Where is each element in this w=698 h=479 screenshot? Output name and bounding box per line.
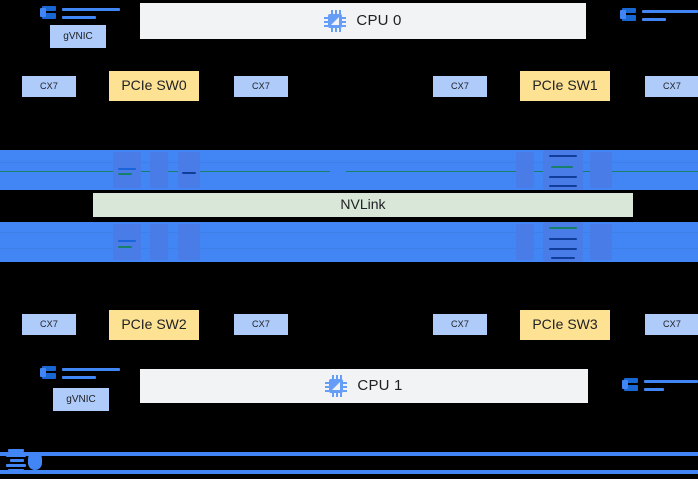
gpu-icon-detail — [549, 155, 577, 157]
cx7-label: CX7 — [450, 80, 470, 91]
pcie-switch-label: PCIe SW1 — [532, 77, 598, 94]
gpu-icon-5 — [590, 152, 612, 188]
cx7-label: CX7 — [662, 80, 682, 91]
cx7-box-2[interactable]: CX7 — [433, 76, 487, 97]
nvlink-box[interactable]: NVLink — [93, 193, 633, 217]
gpu-icon-0 — [113, 152, 141, 188]
gvnic-box-top-left[interactable]: gVNIC — [50, 25, 106, 48]
gpu-icon-3 — [516, 152, 534, 188]
gpu-icon-detail — [118, 246, 132, 248]
cx7-box-4[interactable]: CX7 — [22, 314, 76, 335]
cpu-box-1[interactable]: CPU 1 — [140, 369, 588, 403]
nvlink-label: NVLink — [340, 196, 386, 213]
network-card-icon-bottom-right — [622, 378, 698, 396]
cpu-chip-icon-0 — [324, 10, 347, 32]
gpu-icon-detail — [549, 238, 577, 240]
gvnic-label: gVNIC — [63, 31, 93, 42]
gpu-icon-6 — [113, 224, 141, 260]
gvnic-box-bottom-left[interactable]: gVNIC — [53, 388, 109, 411]
gpu-icon-detail — [118, 240, 136, 242]
gvnic-label: gVNIC — [66, 394, 96, 405]
cx7-box-3[interactable]: CX7 — [645, 76, 698, 97]
cx7-box-1[interactable]: CX7 — [234, 76, 288, 97]
network-rail-lower — [0, 470, 698, 474]
network-card-icon-bottom-left — [40, 366, 120, 384]
gpu-icon-detail — [551, 166, 573, 168]
pcie-switch-box-0[interactable]: PCIe SW0 — [109, 71, 199, 101]
pcie-switch-box-3[interactable]: PCIe SW3 — [520, 310, 610, 340]
cx7-label: CX7 — [39, 318, 59, 329]
gpu-icon-1 — [150, 152, 168, 188]
gpu-icon-7 — [150, 224, 168, 260]
cx7-label: CX7 — [39, 80, 59, 91]
cpu-label-0: CPU 0 — [356, 11, 402, 29]
network-card-icon-top-left — [40, 6, 120, 24]
cx7-box-0[interactable]: CX7 — [22, 76, 76, 97]
gpu-icon-detail — [118, 168, 136, 170]
gpu-icon-detail — [182, 172, 196, 174]
pcie-switch-box-1[interactable]: PCIe SW1 — [520, 71, 610, 101]
gpu-icon-detail — [549, 176, 577, 178]
gpu-icon-detail — [549, 227, 577, 229]
gpu-icon-detail — [549, 248, 577, 250]
cx7-label: CX7 — [450, 318, 470, 329]
network-rail-upper — [0, 452, 698, 456]
network-card-icon-top-right — [620, 8, 698, 26]
cx7-label: CX7 — [662, 318, 682, 329]
gpu-icon-detail — [118, 173, 132, 175]
pcie-switch-label: PCIe SW3 — [532, 316, 598, 333]
network-switch-icon — [4, 449, 48, 477]
gpu-icon-2 — [178, 152, 200, 188]
cx7-box-7[interactable]: CX7 — [645, 314, 698, 335]
gpu-icon-9 — [516, 224, 534, 260]
cx7-label: CX7 — [251, 80, 271, 91]
cpu-chip-icon-1 — [325, 375, 348, 397]
cx7-label: CX7 — [251, 318, 271, 329]
pcie-switch-box-2[interactable]: PCIe SW2 — [109, 310, 199, 340]
cpu-label-1: CPU 1 — [357, 376, 403, 394]
gpu-icon-11 — [590, 224, 612, 260]
gpu-icon-detail — [549, 185, 577, 187]
gpu-icon-detail — [551, 257, 575, 259]
pcie-switch-label: PCIe SW0 — [121, 77, 187, 94]
gpu-icon-8 — [178, 224, 200, 260]
cx7-box-5[interactable]: CX7 — [234, 314, 288, 335]
cx7-box-6[interactable]: CX7 — [433, 314, 487, 335]
cpu-box-0[interactable]: CPU 0 — [140, 3, 586, 39]
pcie-switch-label: PCIe SW2 — [121, 316, 187, 333]
